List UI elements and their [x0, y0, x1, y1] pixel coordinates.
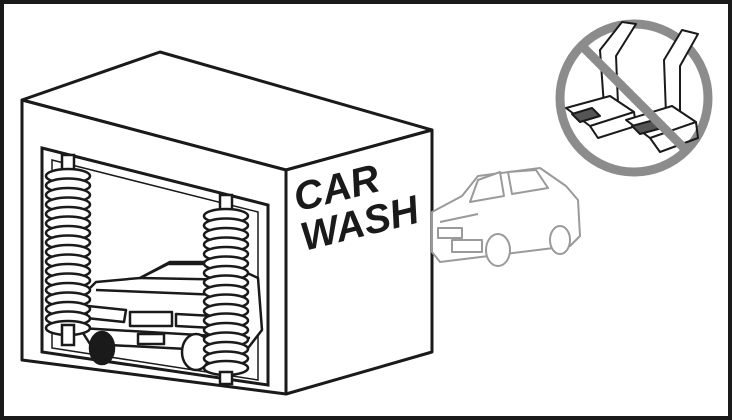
car-grille	[130, 312, 172, 326]
exiting-car-wheel-front	[486, 234, 510, 266]
exiting-car-headlight	[438, 228, 462, 238]
car-wheel-front-left	[90, 332, 114, 364]
exiting-car-grille	[452, 240, 482, 252]
right-brush-stack	[204, 209, 248, 375]
no-kayak-carrier-icon	[560, 22, 708, 172]
rotating-brush-icon	[204, 195, 248, 384]
rotating-brush-icon	[46, 155, 90, 345]
car-headlight-left	[86, 306, 126, 322]
exiting-car-wheel-rear	[550, 226, 570, 254]
left-brush-base	[62, 325, 74, 345]
right-brush-base	[220, 372, 232, 384]
car-license-plate	[138, 334, 164, 344]
left-brush-stack	[46, 169, 90, 335]
